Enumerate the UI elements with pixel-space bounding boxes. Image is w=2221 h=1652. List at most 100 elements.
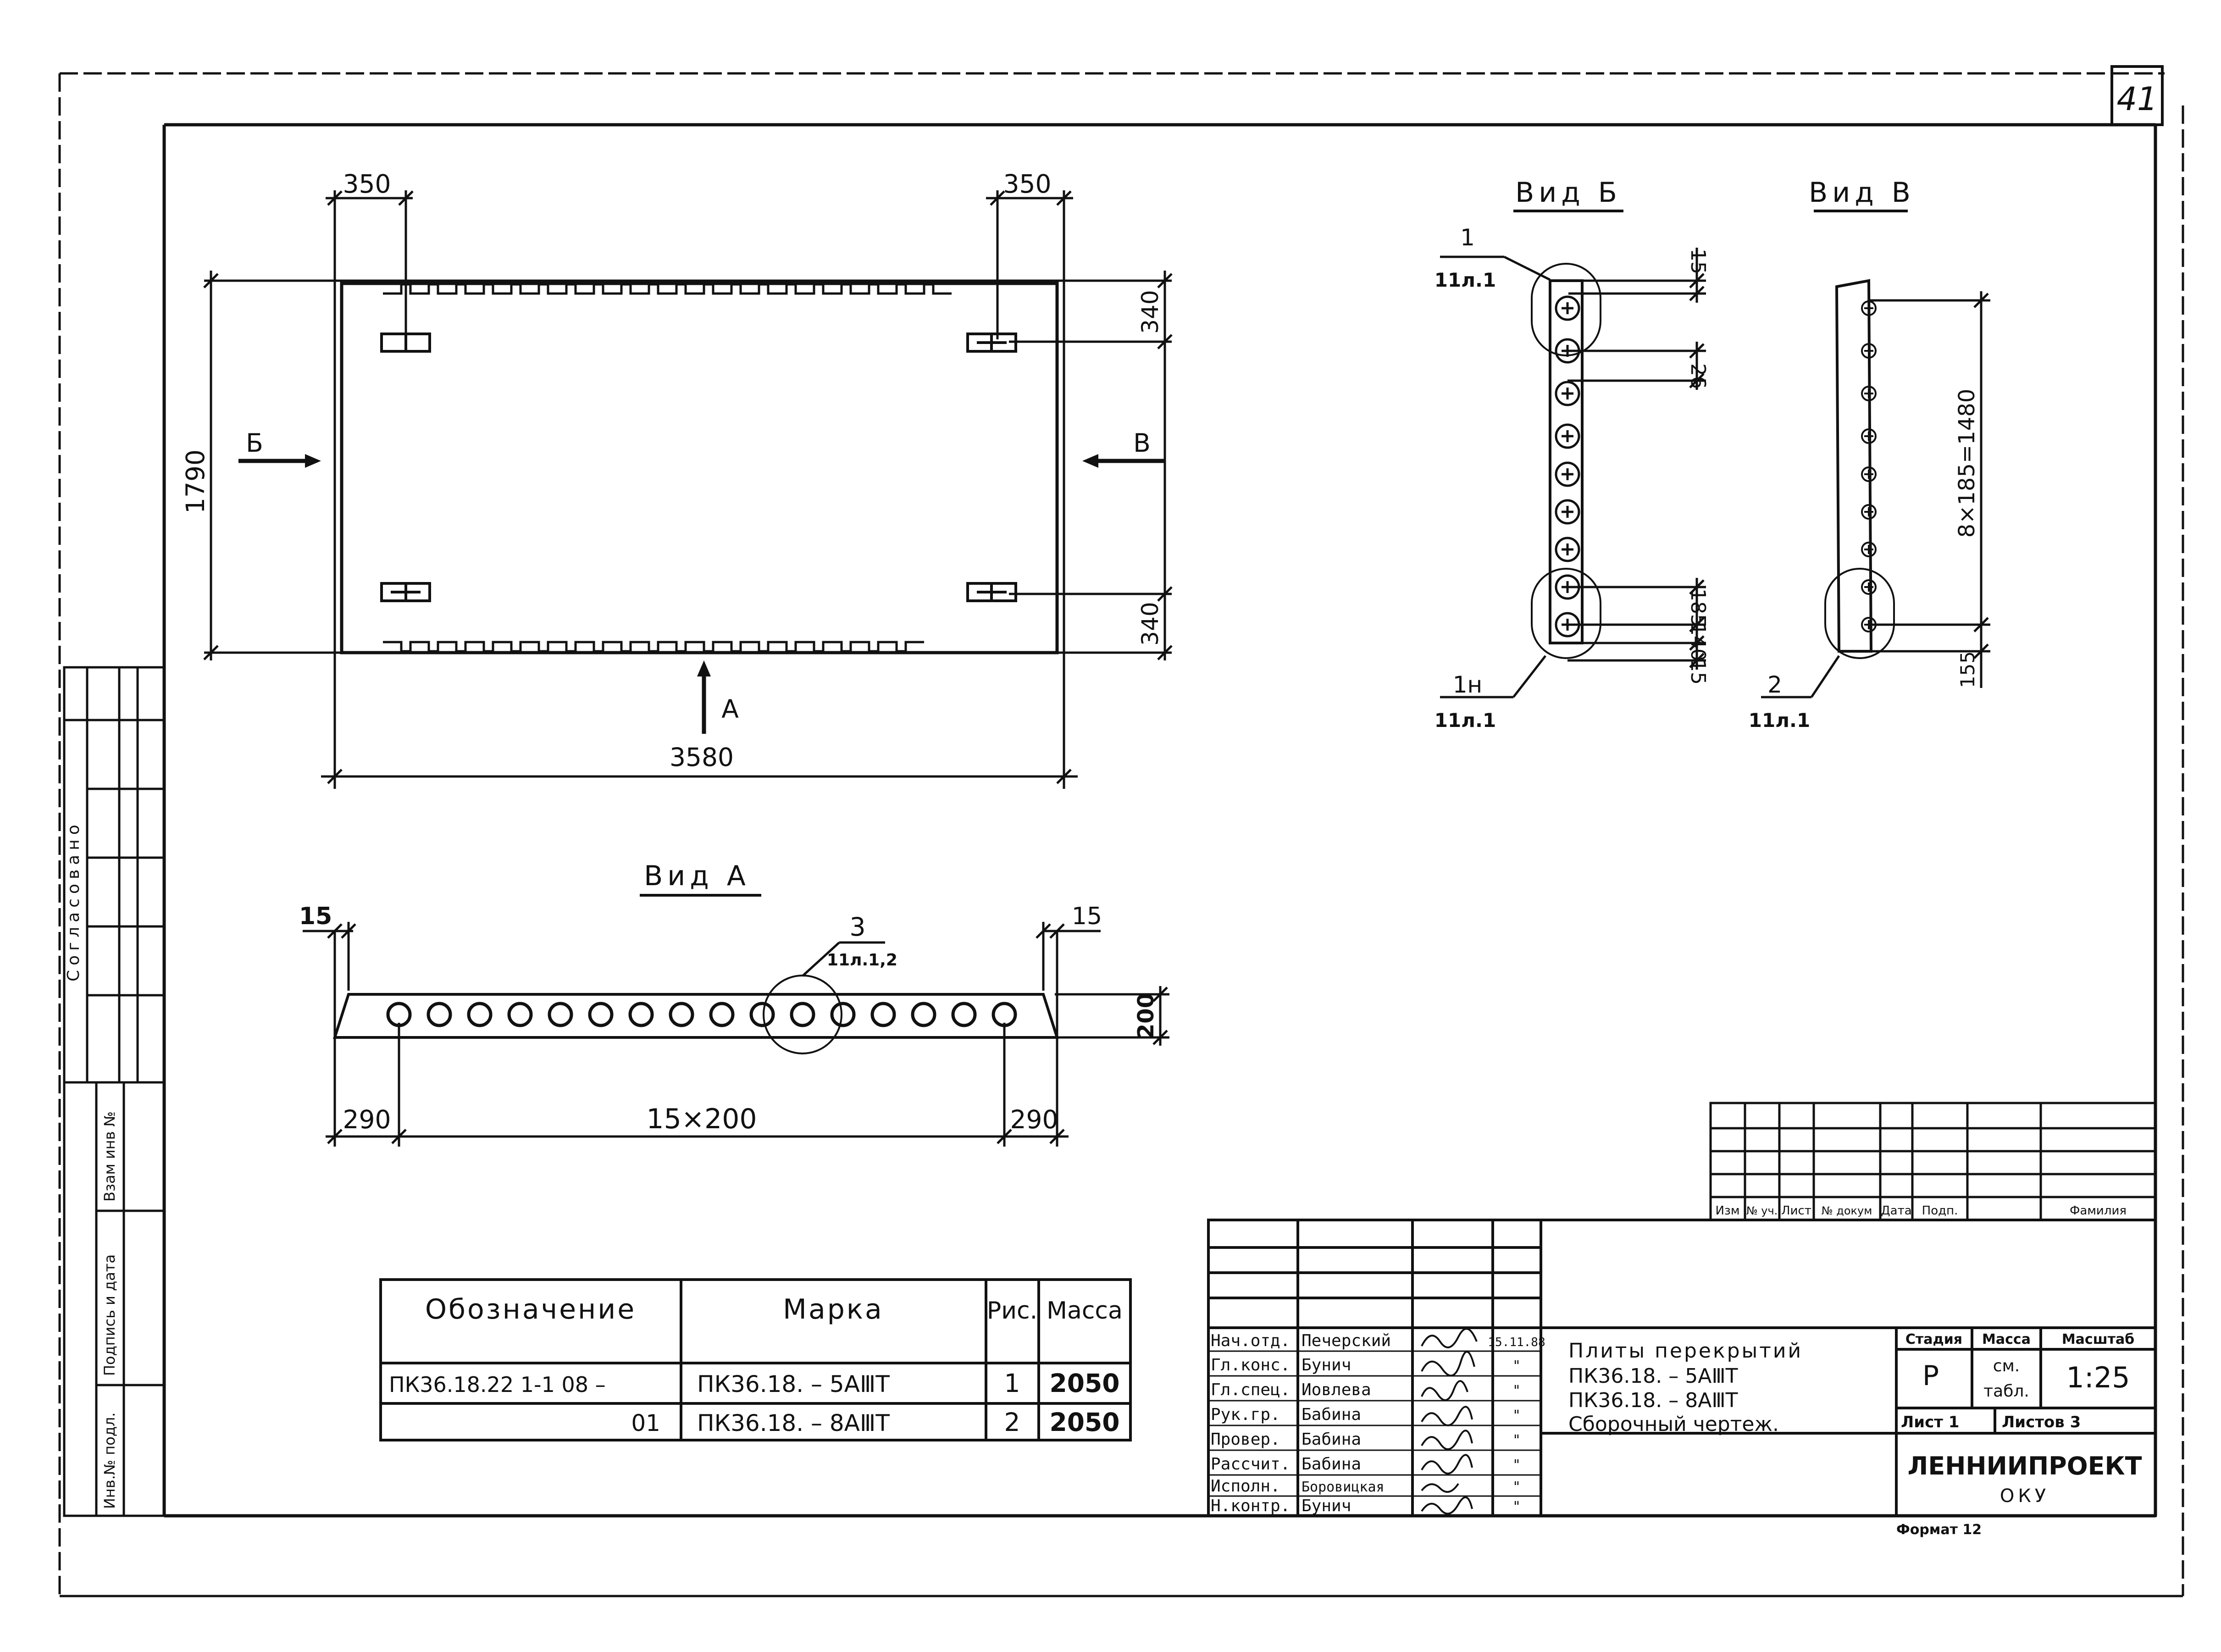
staff-role-4: Провер. <box>1211 1430 1280 1449</box>
view-v-bolts <box>1861 300 1877 632</box>
view-a: Вид А <box>299 860 1169 1147</box>
view-b-dim-15b: 15 <box>1686 659 1710 685</box>
staff-role-5: Рассчит. <box>1211 1455 1290 1474</box>
doc-title-4: Сборочный чертеж. <box>1568 1413 1779 1436</box>
view-a-callout-ref: 11л.1,2 <box>827 951 897 970</box>
plan-dim-ticks <box>203 190 1173 784</box>
plan-dim-340-bottom: 340 <box>1137 602 1163 645</box>
spec-header-mass: Масса <box>1047 1297 1123 1325</box>
scale-value: 1:25 <box>2066 1361 2130 1394</box>
rev-header-izm: Изм <box>1716 1204 1740 1218</box>
arrow-a-label: А <box>721 694 739 724</box>
mass-value-1: см. <box>1993 1357 2020 1375</box>
staff-role-3: Рук.гр. <box>1211 1405 1280 1424</box>
agreed-label: Согласовано <box>64 820 83 981</box>
spec-header-fig: Рис. <box>987 1297 1037 1325</box>
view-a-dim-290-left: 290 <box>343 1105 391 1134</box>
sheet-label: Лист 1 <box>1901 1413 1959 1431</box>
staff-name-0: Печерский <box>1302 1331 1391 1350</box>
view-b-dim-185: 185 <box>1686 588 1710 627</box>
spec-row2-designation: 01 <box>631 1410 660 1436</box>
spec-row1-designation: ПК36.18.22 1-1 08 – <box>389 1372 606 1397</box>
slab-outline <box>340 282 1059 654</box>
doc-title-2: ПК36.18. – 5АⅢТ <box>1568 1364 1738 1388</box>
plan-dim-3580: 3580 <box>670 743 734 772</box>
plan-dim-1790: 1790 <box>181 449 210 514</box>
staff-role-0: Нач.отд. <box>1211 1331 1290 1350</box>
signatures <box>1421 1328 1478 1515</box>
rev-header-list: Лист <box>1781 1204 1811 1218</box>
plan-view: 350 350 1790 340 340 3580 Б В А <box>181 169 1173 789</box>
view-a-dim-15-left: 15 <box>299 903 332 930</box>
view-b-holes <box>1555 295 1580 638</box>
mass-value-2: табл. <box>1983 1382 2029 1401</box>
spec-row1-mass: 2050 <box>1049 1369 1119 1398</box>
org-name: ЛЕННИИПРОЕКТ <box>1907 1452 2142 1480</box>
spec-row2-mass: 2050 <box>1049 1408 1119 1437</box>
doc-title-1: Плиты перекрытий <box>1568 1339 1803 1363</box>
staff-role-2: Гл.спец. <box>1211 1380 1290 1399</box>
view-b: Вид Б <box>1435 177 1710 732</box>
view-v-dim-ticks <box>1973 293 1989 659</box>
view-a-title: Вид А <box>644 860 750 892</box>
view-b-callout-bottom-num: 1н <box>1453 671 1483 698</box>
staff-role-7: Н.контр. <box>1211 1497 1290 1515</box>
scale-label: Масштаб <box>2062 1331 2134 1347</box>
slab-section <box>332 993 1059 1039</box>
title-block-staff-rows <box>1208 1350 1541 1497</box>
view-b-callout-top-num: 1 <box>1460 224 1475 251</box>
view-a-dim-290-right: 290 <box>1010 1105 1058 1134</box>
sign-date-label: Подпись и дата <box>101 1254 118 1376</box>
inv-orig-label: Инв.№ подл. <box>101 1412 118 1509</box>
stage-label: Стадия <box>1905 1331 1962 1347</box>
view-b-dim-ticks <box>1689 273 1705 668</box>
title-block: Нач.отд. Печерский 15.11.88 Гл.конс. Бун… <box>1207 1219 2157 1517</box>
core-holes <box>386 1002 1017 1027</box>
spec-table: Обозначение Марка Рис. Масса ПК36.18.22 … <box>379 1278 1132 1441</box>
view-b-callout-bottom-ref: 11л.1 <box>1435 709 1496 732</box>
view-v-dim-long: 8×185=1480 <box>1954 389 1980 538</box>
view-a-dim-lines <box>303 922 1169 1147</box>
staff-date-6: " <box>1512 1479 1521 1495</box>
staff-date-5: " <box>1512 1457 1521 1473</box>
staff-name-1: Бунич <box>1302 1356 1351 1375</box>
detail-circle-3 <box>763 975 842 1054</box>
staff-date-2: " <box>1512 1383 1521 1399</box>
view-a-dim-200: 200 <box>1133 993 1159 1039</box>
view-v-dim-short: 155 <box>1956 651 1979 688</box>
rev-header-surname: Фамилия <box>2070 1204 2127 1218</box>
plan-dim-340-top: 340 <box>1137 290 1163 333</box>
arrow-b-label: Б <box>246 428 263 458</box>
staff-role-6: Исполн. <box>1211 1477 1280 1496</box>
view-b-dim-140: 140 <box>1686 623 1710 661</box>
staff-date-3: " <box>1512 1408 1521 1424</box>
view-b-dim-26: 26 <box>1686 363 1710 389</box>
staff-name-3: Бабина <box>1302 1405 1361 1424</box>
outer-frame <box>58 72 2184 1597</box>
staff-date-7: " <box>1512 1499 1521 1515</box>
view-a-dim-15-right: 15 <box>1072 903 1102 930</box>
spec-header-mark: Марка <box>783 1293 884 1325</box>
view-a-dim-main: 15×200 <box>646 1103 757 1135</box>
staff-name-2: Иовлева <box>1302 1380 1371 1399</box>
view-b-dim-15: 15 <box>1686 249 1710 274</box>
view-a-dim-ticks <box>327 923 1168 1144</box>
view-v-detail <box>1824 568 1895 659</box>
view-v-callout-num: 2 <box>1767 671 1782 698</box>
view-v: Вид В 8×185=1480 <box>1749 177 1990 732</box>
view-b-detail-top <box>1531 263 1601 356</box>
staff-date-4: " <box>1512 1432 1521 1448</box>
plan-dim-350-right: 350 <box>1003 169 1052 199</box>
stage-value: Р <box>1922 1360 1939 1392</box>
spec-row2-fig: 2 <box>1004 1408 1020 1437</box>
spec-row2-mark: ПК36.18. – 8АⅢТ <box>697 1410 890 1436</box>
view-v-callout-ref: 11л.1 <box>1749 709 1810 732</box>
spec-row1-mark: ПК36.18. – 5АⅢТ <box>697 1371 890 1397</box>
lug-rows <box>383 283 952 653</box>
view-v-dim-lines <box>1761 291 1990 698</box>
staff-date-1: " <box>1512 1358 1521 1374</box>
staff-name-5: Бабина <box>1302 1455 1361 1474</box>
inv-replace-label: Взам инв № <box>101 1111 118 1202</box>
revision-table: Изм № уч. Лист № докум Дата Подп. Фамили… <box>1709 1102 2157 1221</box>
